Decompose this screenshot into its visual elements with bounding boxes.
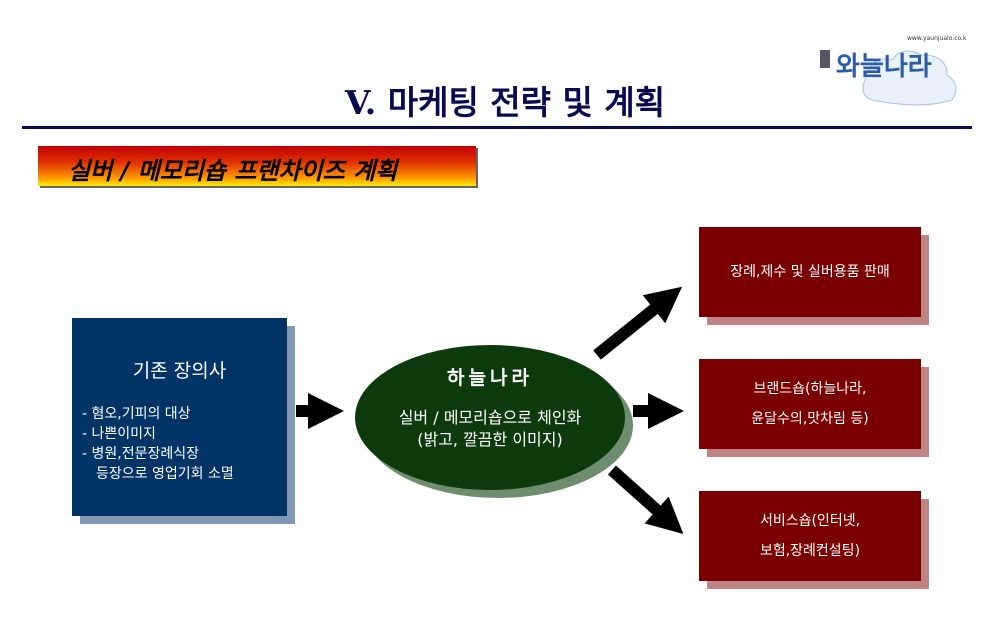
subtitle-text: 실버 / 메모리숍 프랜차이즈 계획 — [68, 157, 398, 185]
box-text: 브랜드숍(하늘나라, — [753, 381, 867, 397]
list-item: - 병원,전문장례식장 — [82, 446, 199, 462]
right-box-brand: 브랜드숍(하늘나라, 윤달수의,맛차림 등) — [699, 359, 921, 449]
slide-title: V. 마케팅 전략 및 계획 — [344, 83, 666, 122]
box-text: 윤달수의,맛차림 등) — [751, 411, 869, 427]
center-line1: 실버 / 메모리숍으로 체인화 — [398, 408, 582, 427]
center-line2: (밝고, 깔끔한 이미지) — [417, 430, 563, 449]
svg-text:www.yaunjualo.co.kr: www.yaunjualo.co.kr — [907, 35, 967, 42]
box-text: 보험,장례컨설팅) — [759, 543, 861, 559]
list-item: - 나쁜이미지 — [82, 426, 156, 442]
subtitle-banner: 실버 / 메모리숍 프랜차이즈 계획 — [38, 146, 476, 186]
box-text: 서비스숍(인터넷, — [759, 513, 861, 529]
svg-text:와늘나라: 와늘나라 — [836, 52, 932, 82]
center-ellipse: 하늘나라 실버 / 메모리숍으로 체인화 (밝고, 깔끔한 이미지) — [355, 345, 625, 490]
center-heading: 하늘나라 — [447, 367, 533, 389]
existing-funeral-box: 기존 장의사 - 혐오,기피의 대상 - 나쁜이미지 - 병원,전문장례식장 등… — [72, 318, 287, 516]
box-text: 장례,제수 및 실버용품 판매 — [730, 264, 890, 280]
right-box-service: 서비스숍(인터넷, 보험,장례컨설팅) — [699, 491, 921, 581]
existing-heading: 기존 장의사 — [132, 360, 227, 382]
list-item: 등장으로 영업기회 소멸 — [96, 466, 234, 482]
company-logo: www.yaunjualo.co.kr 와늘나라 — [820, 35, 967, 106]
right-box-sales: 장례,제수 및 실버용품 판매 — [699, 227, 921, 317]
list-item: - 혐오,기피의 대상 — [82, 406, 191, 422]
arrow-up-right-icon — [593, 286, 683, 360]
title-divider — [22, 126, 972, 129]
arrow-down-right-icon — [607, 465, 684, 535]
